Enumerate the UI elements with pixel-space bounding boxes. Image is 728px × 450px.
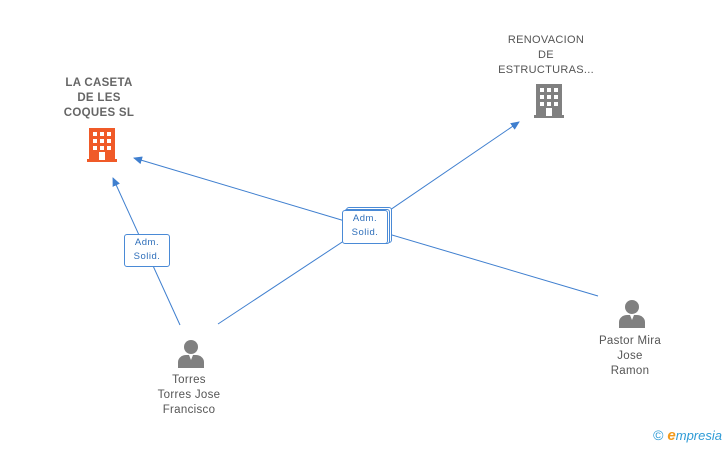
- brand-initial: e: [667, 427, 676, 444]
- company-main-label: LA CASETA DE LES COQUES SL: [63, 77, 135, 119]
- person-pastor-label: Pastor Mira Jose Ramon: [598, 335, 662, 377]
- brand-name: mpresia: [675, 428, 722, 443]
- copyright-symbol: ©: [653, 427, 664, 443]
- relationship-badge[interactable]: Adm. Solid.: [124, 234, 170, 267]
- relationship-badge[interactable]: Adm. Solid.: [342, 210, 388, 244]
- edge-center-to-main-company: [133, 156, 366, 228]
- building-icon[interactable]: [87, 128, 117, 162]
- person-torres-label: Torres Torres Jose Francisco: [157, 374, 221, 416]
- company-other-label: RENOVACION DE ESTRUCTURAS...: [498, 34, 594, 76]
- edge-pastor-to-center: [364, 226, 599, 297]
- building-icon[interactable]: [533, 84, 565, 118]
- person-icon[interactable]: [617, 298, 647, 328]
- person-icon[interactable]: [176, 338, 206, 368]
- brand-watermark: ©empresia: [653, 427, 722, 444]
- edge-torres-to-center: [217, 226, 366, 325]
